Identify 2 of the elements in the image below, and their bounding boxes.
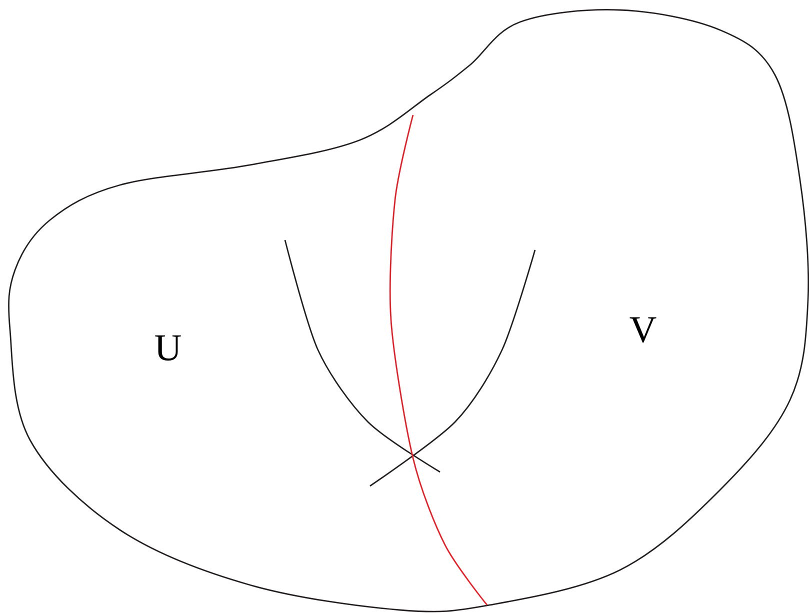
region-label: V — [630, 317, 656, 343]
region-label: U — [155, 335, 181, 361]
